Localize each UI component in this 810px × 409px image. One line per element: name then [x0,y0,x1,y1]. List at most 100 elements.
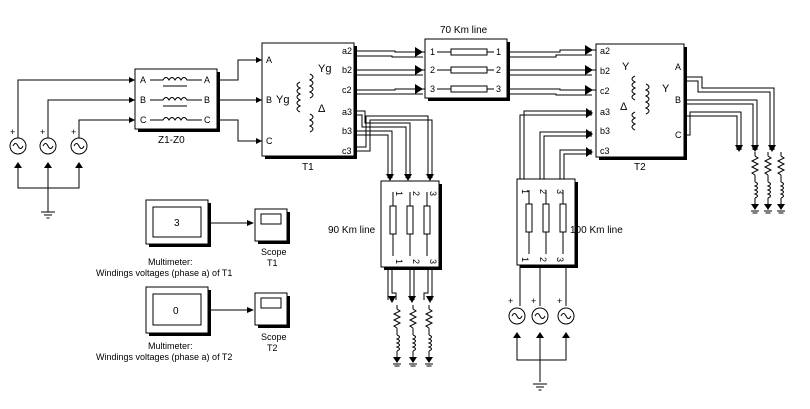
t1-port-c3: c3 [342,146,352,156]
voltage-source-b-icon [39,137,57,155]
line-segment-icon [437,48,494,93]
multimeter-t2-display: 0 [173,306,179,317]
line-90km[interactable]: 1 2 3 1 2 3 90 Km line [328,180,442,270]
t2-port-c3: c3 [600,146,610,156]
t2-port-a2: a2 [600,46,610,56]
scope-t2-label: T2 [267,343,278,353]
t1-delta-symbol: Δ [318,103,326,115]
z1-z0-block[interactable]: A B C A B C Z1-Z0 [134,68,220,146]
t1-port-c2: c2 [342,85,352,95]
t2-port-b: B [675,95,681,105]
line-90km-label: 90 Km line [328,225,376,236]
polarity-plus-label: + [508,296,513,306]
multimeter-t2-caption: Multimeter: [148,341,193,351]
ground-icon [532,383,548,391]
port-2-label: 2 [538,189,548,194]
t1-port-a2: a2 [342,46,352,56]
t1-yg-symbol: Yg [318,63,331,75]
t2-y-symbol: Y [662,83,670,95]
scope-t1[interactable] [254,208,290,244]
polarity-plus-label: + [531,296,536,306]
t1-port-b3: b3 [342,126,352,136]
port-2-label: 2 [430,65,435,75]
t2-delta-symbol: Δ [620,101,628,113]
polarity-plus-label: + [40,127,45,137]
port-a-label: A [140,75,146,85]
three-phase-load-right[interactable] [750,151,786,214]
port-1-label: 1 [394,191,404,196]
port-3-label: 3 [428,259,438,264]
port-c-label: C [204,115,211,125]
rlc-load-icon [776,151,786,214]
polarity-plus-label: + [71,127,76,137]
t2-port-b2: b2 [600,66,610,76]
port-b-label: B [204,95,210,105]
port-3-label: 3 [496,84,501,94]
multimeter-t1[interactable]: 3 [145,199,211,247]
t1-port-a3: a3 [342,107,352,117]
multimeter-t1-caption: Multimeter: [148,257,193,267]
t2-port-a3: a3 [600,107,610,117]
transformer-winding-icon [631,75,650,131]
three-phase-source-bottom[interactable]: + + + [508,265,575,391]
t2-port-a: A [675,62,681,72]
port-1-label: 1 [496,47,501,57]
port-1-label: 1 [520,257,530,262]
scope-t2-label: Scope [261,332,287,342]
t1-yg-symbol: Yg [276,94,289,106]
three-phase-load-90km[interactable] [392,304,434,367]
z1-z0-label: Z1-Z0 [158,135,185,146]
port-3-label: 3 [430,84,435,94]
t2-port-c2: c2 [600,86,610,96]
port-2-label: 2 [538,257,548,262]
rlc-load-icon [750,151,760,214]
ground-icon [40,211,56,219]
port-a-label: A [204,75,210,85]
port-2-label: 2 [496,65,501,75]
rlc-load-icon [392,304,402,367]
port-3-label: 3 [555,257,565,262]
multimeter-t1-caption: Windings voltages (phase a) of T1 [96,268,232,278]
transformer-winding-icon [296,73,314,133]
scope-t1-label: T1 [267,258,278,268]
polarity-plus-label: + [10,127,15,137]
voltage-source-c-icon [557,307,575,325]
port-1-label: 1 [520,189,530,194]
t1-port-b: B [266,95,272,105]
port-c-label: C [140,115,147,125]
rlc-load-icon [424,304,434,367]
transformer-t2[interactable]: a2 b2 c2 a3 b3 c3 A B C Y Y Δ T2 [595,43,687,173]
multimeter-t1-display: 3 [174,218,180,229]
t1-label: T1 [302,162,314,173]
rlc-load-icon [763,151,773,214]
port-2-label: 2 [411,259,421,264]
line-70km[interactable]: 70 Km line 1 2 3 1 2 3 [424,25,510,101]
port-b-label: B [140,95,146,105]
t2-y-symbol: Y [622,61,630,73]
port-1-label: 1 [430,47,435,57]
t1-port-c: C [266,136,273,146]
t2-port-c: C [675,130,682,140]
multimeter-t2[interactable]: 0 [145,286,211,336]
port-2-label: 2 [411,191,421,196]
voltage-source-a-icon [508,307,526,325]
three-phase-source-left[interactable]: + + + [9,77,135,219]
multimeter-t2-caption: Windings voltages (phase a) of T2 [96,352,232,362]
line-100km-label: 100 Km line [570,225,623,236]
rlc-load-icon [408,304,418,367]
line-70km-label: 70 Km line [440,25,488,36]
voltage-source-c-icon [70,137,88,155]
scope-t2[interactable] [254,292,290,328]
voltage-source-a-icon [9,137,27,155]
transformer-t1[interactable]: A B C a2 b2 c2 a3 b3 c3 Yg Yg Δ T1 [261,42,357,173]
port-3-label: 3 [555,189,565,194]
port-1-label: 1 [394,259,404,264]
t2-label: T2 [634,162,646,173]
scope-t1-label: Scope [261,247,287,257]
coupled-inductor-icon [150,77,202,121]
t1-port-b2: b2 [342,65,352,75]
t2-port-b3: b3 [600,126,610,136]
polarity-plus-label: + [557,296,562,306]
line-100km[interactable]: 1 2 3 1 2 3 100 Km line [516,178,623,268]
